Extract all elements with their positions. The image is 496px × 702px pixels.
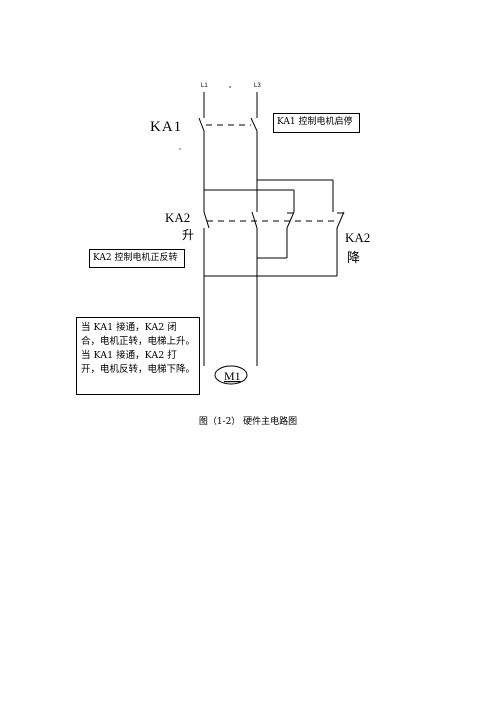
callout-ka1-text: KA1 控制电机启停 [277,117,353,127]
callout-description: 当 KA1 接通，KA2 闭合，电机正转，电梯上升。当 KA1 接通，KA2 打… [76,317,200,395]
terminal-left-label: L1 [201,83,208,89]
ka1-switch-left [198,117,205,132]
ka2-left-sublabel: 升 [182,228,194,242]
callout-ka2: KA2 控制电机正反转 [89,249,185,268]
ka2-switch-left-2 [251,211,258,229]
ka2-switch-right-1 [286,211,295,229]
terminal-right-label: L3 [254,83,261,89]
callout-ka1: KA1 控制电机启停 [273,113,360,133]
terminal-middle-dot [229,86,231,88]
callout-ka2-text: KA2 控制电机正反转 [93,253,178,263]
figure-caption: 图（1-2） 硬件主电路图 [198,417,298,427]
ka2-right-label: KA2 [345,230,370,245]
ka1-label: KA1 [150,119,182,135]
ka2-switch-right-2 [336,211,345,229]
ka2-switch-left-1 [203,211,210,229]
motor-symbol [214,365,248,385]
callout-description-text: 当 KA1 接通，KA2 闭合，电机正转，电梯上升。当 KA1 接通，KA2 打… [81,322,196,375]
ka1-switch-right [250,117,258,132]
stray-dot [179,148,181,150]
ka2-left-label: KA2 [165,210,190,225]
motor-label: M1 [224,369,241,383]
ka2-right-sublabel: 降 [347,251,360,266]
